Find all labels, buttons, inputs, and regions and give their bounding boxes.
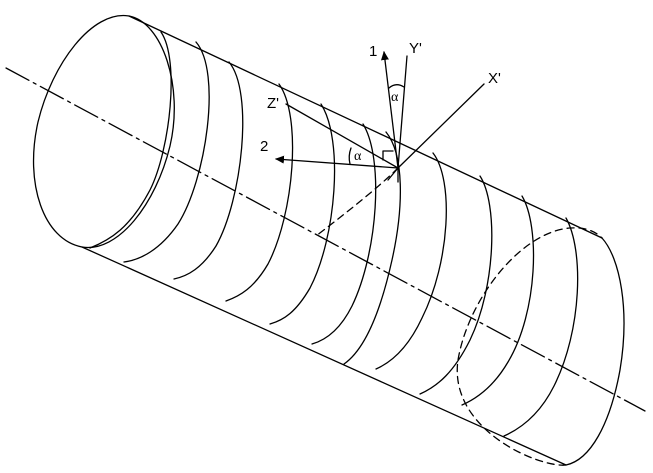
cylinder-front-end-cap	[32, 15, 175, 249]
axis-continuation	[387, 167, 399, 181]
helix-band	[269, 103, 336, 325]
alpha-top-label: α	[391, 90, 399, 105]
axis-z-prime-label: Z'	[267, 95, 279, 112]
right-angle-marker	[382, 150, 394, 161]
cylinder-top-edge	[128, 15, 603, 239]
axis-2-label: 2	[260, 138, 268, 155]
cylinder-back-cap-visible	[565, 237, 625, 466]
helix-band	[173, 61, 244, 280]
axis-z-prime	[285, 103, 399, 169]
alpha-arc-left	[348, 147, 352, 165]
axis-y-prime	[397, 55, 408, 169]
helix-band	[225, 83, 294, 302]
helix-band	[89, 31, 172, 249]
helix-band-hidden	[315, 167, 399, 237]
direction-1-arrow	[380, 51, 399, 169]
axis-y-prime-label: Y'	[409, 40, 422, 57]
direction-2-arrow	[275, 155, 399, 169]
axis-1-label: 1	[369, 43, 377, 60]
helix-band	[503, 217, 579, 437]
helix-band	[123, 41, 210, 263]
helix-band	[375, 152, 447, 370]
alpha-arc-top	[388, 84, 405, 89]
helix-band-at-origin	[343, 131, 401, 365]
alpha-left-label: α	[354, 149, 362, 164]
axis-x-prime	[397, 83, 485, 169]
cylinder-back-cap-hidden	[456, 227, 603, 466]
axis-x-prime-label: X'	[488, 70, 501, 87]
cylinder-centerline	[5, 67, 646, 412]
helix-band	[419, 175, 493, 395]
helix-band	[311, 123, 377, 345]
helix-band	[461, 195, 535, 406]
